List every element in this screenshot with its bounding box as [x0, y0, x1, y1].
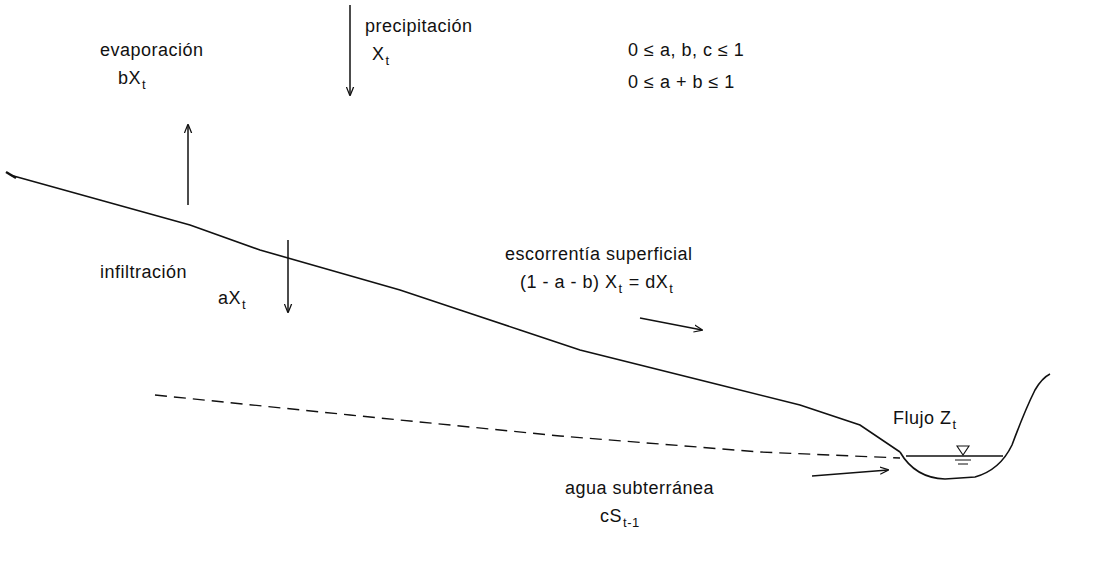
subscript: t	[669, 281, 673, 297]
constraint: 0 ≤ a + b ≤ 1	[628, 72, 735, 94]
surface-start	[6, 172, 16, 178]
flux-symbol: X	[372, 44, 385, 66]
flux-name: precipitación	[365, 16, 473, 38]
precipitation-arrow	[349, 5, 351, 95]
evaporation-arrow	[187, 125, 189, 205]
water-symbol-lines	[955, 460, 971, 464]
runoff-arrow	[640, 318, 702, 330]
water-table	[155, 395, 900, 458]
flux-symbol: bX	[118, 68, 141, 90]
subscript: t	[386, 53, 390, 69]
water-level	[906, 455, 1003, 456]
infiltration-arrow	[287, 240, 289, 312]
flux-name: escorrentía superficial	[505, 244, 693, 266]
flux-symbol: (1 - a - b) X	[520, 272, 618, 294]
flux-name: Flujo Z	[893, 408, 952, 430]
flux-name: evaporación	[100, 40, 204, 62]
flux-name: infiltración	[100, 262, 187, 284]
flux-symbol: aX	[218, 288, 241, 310]
water-symbol	[957, 446, 969, 455]
subscript: t	[953, 417, 957, 433]
ground-surface	[10, 175, 900, 452]
flux-name: agua subterránea	[565, 478, 714, 500]
subscript: t	[142, 77, 146, 93]
groundwater-arrow	[812, 470, 888, 476]
constraint: 0 ≤ a, b, c ≤ 1	[628, 40, 744, 62]
subscript: t	[242, 297, 246, 313]
flux-symbol: = dX	[629, 272, 669, 294]
flux-symbol: cS	[600, 506, 622, 528]
subscript: t	[619, 281, 623, 297]
subscript: t-1	[623, 515, 640, 531]
